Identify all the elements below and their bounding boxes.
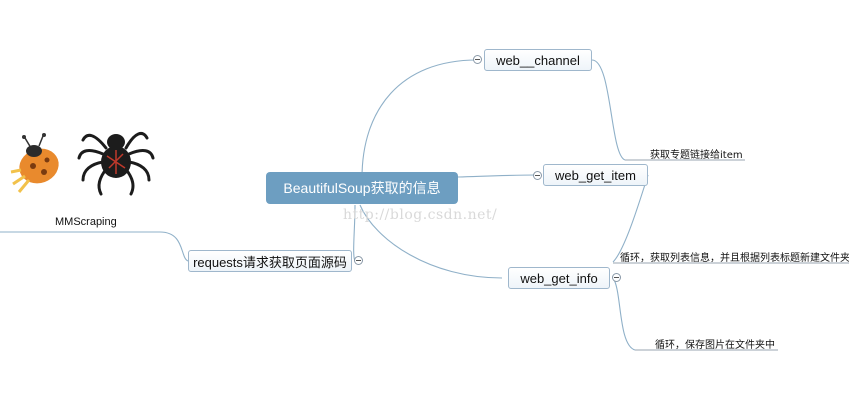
ladybug-icon [10,133,59,193]
note-web-get-info-top: 循环，获取列表信息，并且根据列表标题新建文件夹 [620,253,849,264]
note-web-get-item: 获取专题链接给item [650,150,743,161]
spider-icon [77,131,155,196]
branch-web-channel[interactable]: web__channel [484,49,592,71]
image-caption: MMScraping [55,216,117,228]
mmscraping-image [3,106,163,210]
collapse-web-get-item[interactable] [533,171,542,180]
spider-body [101,134,131,178]
collapse-web-get-info[interactable] [612,273,621,282]
note-web-get-info-bottom: 循环，保存图片在文件夹中 [655,340,775,351]
collapse-requests[interactable] [354,256,363,265]
root-node[interactable]: BeautifulSoup获取的信息 [266,172,458,204]
collapse-web-channel[interactable] [473,55,482,64]
branch-web-get-info[interactable]: web_get_info [508,267,610,289]
watermark: http://blog.csdn.net/ [343,207,498,223]
branch-requests[interactable]: requests请求获取页面源码 [188,250,352,272]
branch-web-get-item[interactable]: web_get_item [543,164,648,186]
